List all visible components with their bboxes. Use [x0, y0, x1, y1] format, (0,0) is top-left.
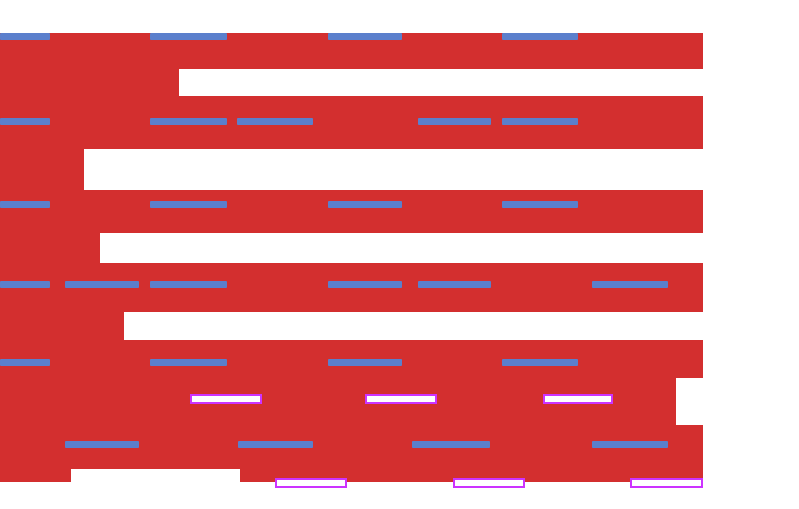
- highlight-row-4-bar-1[interactable]: [0, 281, 50, 288]
- outline-box-3[interactable]: [543, 394, 613, 404]
- highlight-row-2-bar-1[interactable]: [0, 118, 50, 125]
- highlight-row-5-bar-4[interactable]: [502, 359, 578, 366]
- highlight-row-2-bar-4[interactable]: [418, 118, 491, 125]
- outline-box-4[interactable]: [275, 478, 347, 488]
- redaction-block-5: [0, 190, 703, 233]
- redaction-block-2: [0, 69, 179, 96]
- highlight-row-3-bar-3[interactable]: [328, 201, 402, 208]
- redaction-block-6: [0, 233, 100, 263]
- redaction-block-4: [0, 149, 84, 190]
- highlight-row-4-bar-5[interactable]: [418, 281, 491, 288]
- highlight-row-4-bar-3[interactable]: [150, 281, 227, 288]
- gap-strip-2: [84, 149, 799, 190]
- highlight-row-5-bar-1[interactable]: [0, 359, 50, 366]
- redaction-block-8: [0, 312, 124, 340]
- highlight-row-1-bar-4[interactable]: [502, 33, 578, 40]
- gap-strip-4: [124, 312, 799, 340]
- outline-box-2[interactable]: [365, 394, 437, 404]
- gap-strip-7: [703, 33, 799, 482]
- highlight-row-6-bar-3[interactable]: [412, 441, 490, 448]
- gap-strip-3: [100, 233, 799, 263]
- highlight-row-1-bar-3[interactable]: [328, 33, 402, 40]
- gap-strip-6: [71, 469, 240, 482]
- highlight-row-6-bar-1[interactable]: [65, 441, 139, 448]
- highlight-row-4-bar-4[interactable]: [328, 281, 402, 288]
- highlight-row-1-bar-2[interactable]: [150, 33, 227, 40]
- highlight-row-3-bar-1[interactable]: [0, 201, 50, 208]
- gap-strip-1: [179, 69, 799, 96]
- outline-box-1[interactable]: [190, 394, 262, 404]
- highlight-row-2-bar-5[interactable]: [502, 118, 578, 125]
- highlight-row-1-bar-1[interactable]: [0, 33, 50, 40]
- highlight-row-6-bar-2[interactable]: [238, 441, 313, 448]
- highlight-row-3-bar-4[interactable]: [502, 201, 578, 208]
- redaction-block-13: [240, 469, 703, 482]
- highlight-row-4-bar-6[interactable]: [592, 281, 668, 288]
- highlight-row-6-bar-4[interactable]: [592, 441, 668, 448]
- redaction-block-12: [0, 469, 71, 482]
- highlight-row-3-bar-2[interactable]: [150, 201, 227, 208]
- redaction-block-3: [0, 96, 703, 149]
- highlight-row-2-bar-3[interactable]: [237, 118, 313, 125]
- outline-box-6[interactable]: [630, 478, 703, 488]
- highlight-row-5-bar-2[interactable]: [150, 359, 227, 366]
- highlight-row-2-bar-2[interactable]: [150, 118, 227, 125]
- highlight-row-5-bar-3[interactable]: [328, 359, 402, 366]
- highlight-row-4-bar-2[interactable]: [65, 281, 139, 288]
- gap-strip-9: [0, 0, 799, 33]
- outline-box-5[interactable]: [453, 478, 525, 488]
